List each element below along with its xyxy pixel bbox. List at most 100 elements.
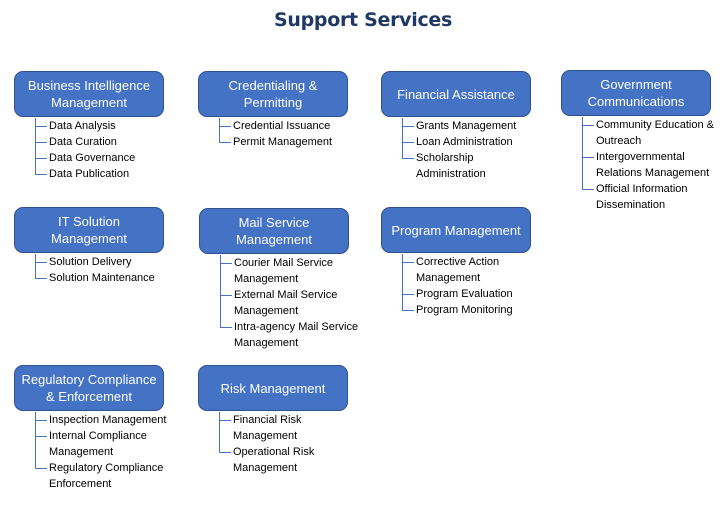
list-item[interactable]: Official Information Dissemination [582, 181, 724, 213]
connector-tick [35, 262, 47, 263]
list-item-label: Regulatory Compliance Enforcement [49, 462, 164, 490]
category-box[interactable]: IT Solution Management [14, 207, 164, 253]
connector-tick [402, 142, 414, 143]
list-item-label: External Mail Service Management [234, 289, 338, 317]
list-item-label: Solution Delivery [49, 256, 132, 268]
connector-tick [219, 142, 231, 143]
list-item-label: Grants Management [416, 120, 517, 132]
list-item[interactable]: Loan Administration [402, 134, 541, 150]
list-item-label: Intergovernmental Relations Management [596, 151, 710, 179]
list-item-label: Data Publication [49, 168, 130, 180]
list-item[interactable]: Intra-agency Mail Service Management [220, 319, 364, 351]
list-item-label: Financial Risk Management [233, 414, 302, 442]
connector-tick [35, 436, 47, 437]
connector-line [582, 117, 583, 189]
connector-tick [220, 263, 232, 264]
connector-tick [220, 295, 232, 296]
connector-tick [35, 420, 47, 421]
category-box[interactable]: Mail Service Management [199, 208, 349, 254]
connector-tick [35, 142, 47, 143]
list-item[interactable]: Regulatory Compliance Enforcement [35, 460, 179, 492]
category-box[interactable]: Regulatory Compliance & Enforcement [14, 365, 164, 411]
category-box[interactable]: Financial Assistance [381, 71, 531, 117]
list-item-label: Data Governance [49, 152, 136, 164]
list-item-label: Community Education & Outreach [596, 119, 714, 147]
list-item-label: Inspection Management [49, 414, 167, 426]
list-item-label: Operational Risk Management [233, 446, 315, 474]
list-item-label: Permit Management [233, 136, 333, 148]
list-item[interactable]: Solution Maintenance [35, 270, 169, 286]
list-item[interactable]: Scholarship Administration [402, 150, 541, 182]
list-item-label: Program Monitoring [416, 304, 513, 316]
connector-tick [582, 125, 594, 126]
connector-tick [35, 468, 47, 469]
page-title: Support Services [273, 9, 453, 31]
connector-line [35, 254, 36, 278]
connector-tick [35, 158, 47, 159]
connector-tick [402, 262, 414, 263]
category-box[interactable]: Credentialing & Permitting [198, 71, 348, 117]
connector-line [35, 118, 36, 174]
connector-tick [35, 174, 47, 175]
category-box[interactable]: Risk Management [198, 365, 348, 411]
list-item[interactable]: Program Monitoring [402, 302, 541, 318]
list-item[interactable]: Grants Management [402, 118, 541, 134]
list-item[interactable]: Inspection Management [35, 412, 179, 428]
list-item-label: Courier Mail Service Management [234, 257, 334, 285]
connector-tick [402, 158, 414, 159]
list-item[interactable]: Operational Risk Management [219, 444, 353, 476]
connector-line [219, 412, 220, 452]
category-box[interactable]: Program Management [381, 207, 531, 253]
connector-tick [402, 126, 414, 127]
connector-line [219, 118, 220, 142]
list-item-label: Credential Issuance [233, 120, 331, 132]
list-item[interactable]: External Mail Service Management [220, 287, 364, 319]
list-item[interactable]: Credential Issuance [219, 118, 363, 134]
connector-tick [35, 278, 47, 279]
list-item-label: Corrective Action Management [416, 256, 500, 284]
list-item-label: Scholarship Administration [416, 152, 486, 180]
list-item[interactable]: Permit Management [219, 134, 363, 150]
list-item[interactable]: Internal Compliance Management [35, 428, 179, 460]
list-item-label: Data Curation [49, 136, 117, 148]
list-item[interactable]: Program Evaluation [402, 286, 541, 302]
list-item-label: Loan Administration [416, 136, 513, 148]
connector-line [35, 412, 36, 468]
connector-tick [219, 420, 231, 421]
list-item-label: Official Information Dissemination [596, 183, 688, 211]
list-item-label: Solution Maintenance [49, 272, 155, 284]
list-item-label: Intra-agency Mail Service Management [234, 321, 359, 349]
list-item[interactable]: Financial Risk Management [219, 412, 353, 444]
category-box[interactable]: Government Communications [561, 70, 711, 116]
connector-line [402, 118, 403, 158]
list-item[interactable]: Corrective Action Management [402, 254, 541, 286]
connector-tick [220, 327, 232, 328]
connector-tick [35, 126, 47, 127]
connector-tick [582, 157, 594, 158]
connector-tick [219, 126, 231, 127]
connector-line [402, 254, 403, 310]
connector-tick [582, 189, 594, 190]
list-item[interactable]: Solution Delivery [35, 254, 169, 270]
list-item-label: Internal Compliance Management [49, 430, 147, 458]
connector-tick [402, 294, 414, 295]
list-item[interactable]: Community Education & Outreach [582, 117, 724, 149]
category-box[interactable]: Business Intelligence Management [14, 71, 164, 117]
list-item[interactable]: Data Curation [35, 134, 169, 150]
list-item[interactable]: Courier Mail Service Management [220, 255, 364, 287]
list-item[interactable]: Intergovernmental Relations Management [582, 149, 724, 181]
list-item[interactable]: Data Publication [35, 166, 169, 182]
connector-tick [219, 452, 231, 453]
list-item-label: Data Analysis [49, 120, 116, 132]
connector-tick [402, 310, 414, 311]
list-item[interactable]: Data Governance [35, 150, 169, 166]
list-item[interactable]: Data Analysis [35, 118, 169, 134]
